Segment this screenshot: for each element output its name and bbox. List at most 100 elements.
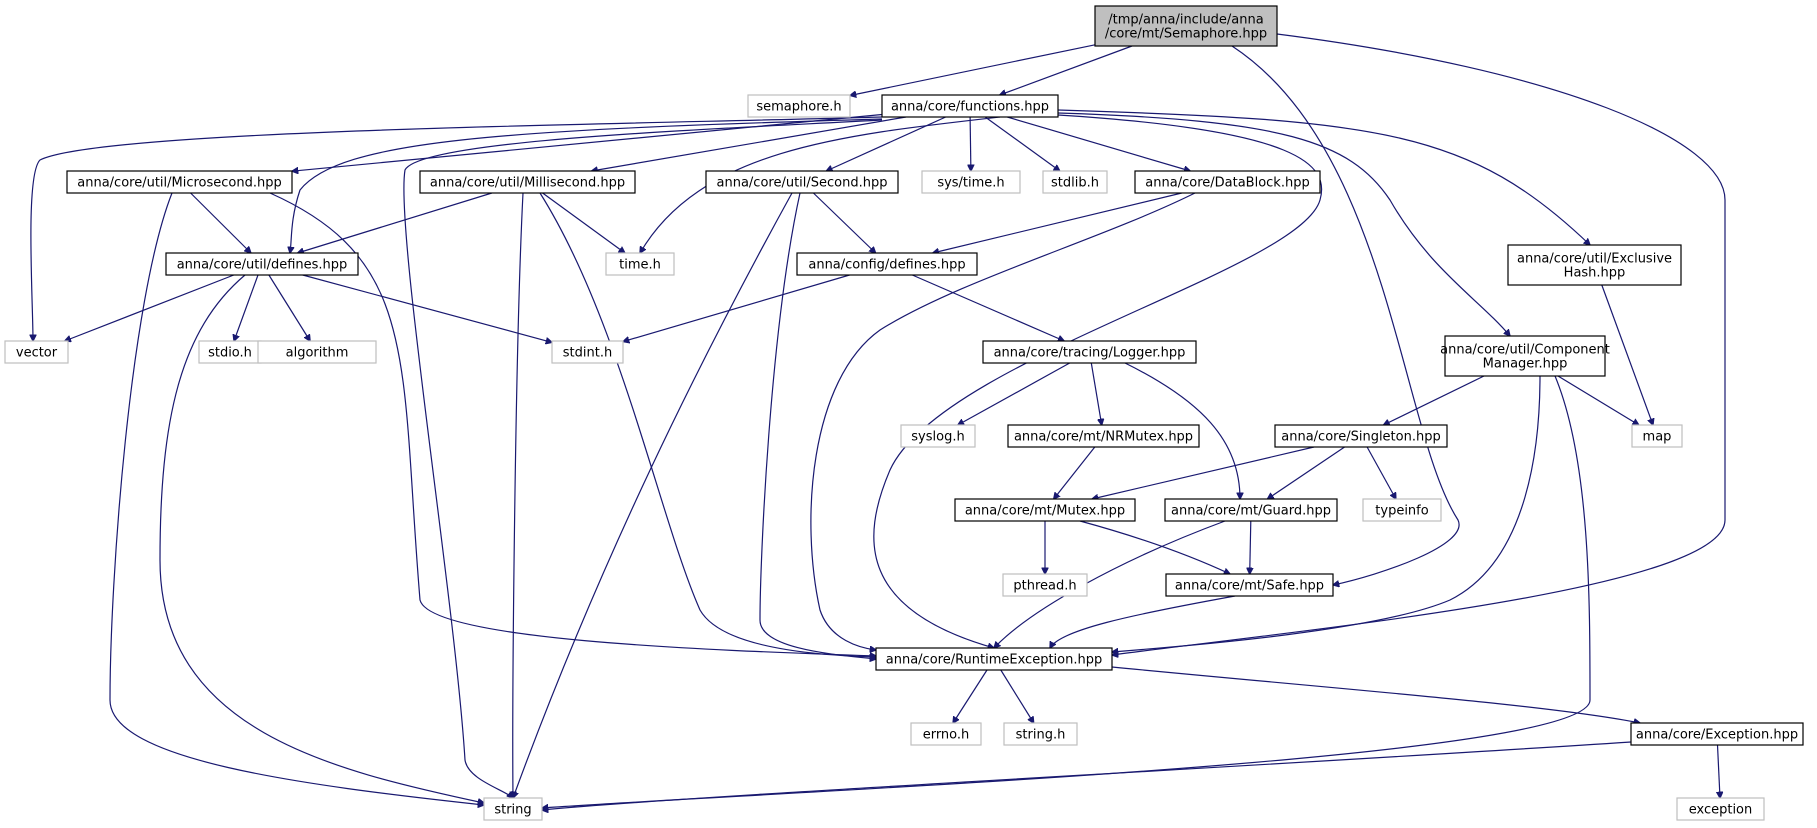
edge-util_defines-to-algorithm	[268, 274, 310, 341]
edge-functions-to-datablock	[1007, 116, 1190, 171]
edge-functions-to-stdlib_h	[984, 116, 1060, 171]
node-semaphore_h: semaphore.h	[747, 94, 851, 118]
node-label: time.h	[619, 258, 661, 273]
node-label: typeinfo	[1375, 504, 1428, 519]
node-label: anna/core/tracing/Logger.hpp	[994, 346, 1186, 361]
edge-millisecond-to-string	[513, 192, 524, 798]
node-stdio_h: stdio.h	[198, 340, 262, 364]
edge-singleton-to-mutex	[1092, 446, 1315, 499]
edge-functions-to-microsecond	[292, 113, 883, 172]
node-label: string	[494, 803, 531, 818]
node-exception_hpp[interactable]: anna/core/Exception.hpp	[1630, 722, 1804, 746]
node-guard[interactable]: anna/core/mt/Guard.hpp	[1164, 498, 1338, 522]
edge-component_manager-to-singleton	[1384, 375, 1485, 425]
node-box	[954, 498, 1136, 522]
edge-safe-to-runtime_exception	[1050, 595, 1236, 648]
node-box	[1444, 335, 1606, 377]
node-datablock[interactable]: anna/core/DataBlock.hpp	[1134, 170, 1321, 194]
node-string_h: string.h	[1003, 722, 1078, 746]
edge-functions-to-component_manager	[1057, 112, 1510, 336]
edge-functions-to-time_h	[640, 116, 1001, 253]
node-box	[1507, 244, 1682, 286]
edge-datablock-to-runtime_exception	[810, 192, 1196, 650]
node-functions[interactable]: anna/core/functions.hpp	[881, 94, 1059, 118]
edge-exclusive_hash-to-map	[1601, 284, 1653, 425]
node-mutex[interactable]: anna/core/mt/Mutex.hpp	[954, 498, 1136, 522]
edge-component_manager-to-map	[1557, 375, 1639, 425]
node-box	[1164, 498, 1338, 522]
node-label: anna/core/RuntimeException.hpp	[886, 653, 1102, 668]
node-pthread_h: pthread.h	[1002, 573, 1088, 597]
edge-second-to-config_defines	[812, 192, 875, 253]
edge-microsecond-to-string	[109, 192, 484, 805]
node-label: algorithm	[286, 346, 349, 361]
node-label: anna/core/util/Millisecond.hpp	[430, 176, 625, 191]
node-label: anna/core/DataBlock.hpp	[1145, 176, 1309, 191]
node-box	[982, 340, 1197, 364]
edge-functions-to-util_defines	[290, 118, 883, 253]
node-root[interactable]: /tmp/anna/include/anna/core/mt/Semaphore…	[1094, 5, 1278, 47]
edge-second-to-runtime_exception	[759, 192, 876, 659]
node-label: sys/time.h	[937, 176, 1004, 191]
node-errno_h: errno.h	[910, 722, 982, 746]
node-second[interactable]: anna/core/util/Second.hpp	[705, 170, 899, 194]
edge-logger-to-guard	[1124, 362, 1240, 499]
node-box	[747, 94, 851, 118]
node-label: anna/core/mt/Safe.hpp	[1175, 579, 1324, 594]
node-box	[66, 170, 293, 194]
edge-microsecond-to-util_defines	[190, 192, 251, 253]
node-microsecond[interactable]: anna/core/util/Microsecond.hpp	[66, 170, 293, 194]
node-nrmutex[interactable]: anna/core/mt/NRMutex.hpp	[1007, 424, 1200, 448]
node-util_defines[interactable]: anna/core/util/defines.hpp	[165, 252, 359, 276]
edge-runtime_exception-to-errno_h	[953, 669, 988, 723]
node-label: errno.h	[923, 728, 970, 743]
node-label: anna/core/util/defines.hpp	[177, 258, 348, 273]
edge-exception_hpp-to-string	[542, 741, 1632, 810]
edge-root-to-functions	[1000, 45, 1133, 95]
node-stdint_h: stdint.h	[551, 340, 624, 364]
node-box	[875, 647, 1113, 671]
node-box	[1003, 722, 1078, 746]
node-label: Manager.hpp	[1483, 357, 1568, 372]
node-label: /tmp/anna/include/anna	[1108, 13, 1263, 28]
node-box	[1042, 170, 1108, 194]
edge-component_manager-to-runtime_exception	[1112, 375, 1541, 652]
node-box	[705, 170, 899, 194]
node-logger[interactable]: anna/core/tracing/Logger.hpp	[982, 340, 1197, 364]
edge-singleton-to-typeinfo	[1366, 446, 1396, 499]
edge-functions-to-millisecond	[592, 116, 907, 171]
node-box	[881, 94, 1059, 118]
node-label: stdio.h	[208, 346, 252, 361]
node-label: Hash.hpp	[1564, 266, 1626, 281]
edge-singleton-to-guard	[1267, 446, 1345, 499]
edge-root-to-semaphore_h	[850, 44, 1096, 96]
node-safe[interactable]: anna/core/mt/Safe.hpp	[1165, 573, 1334, 597]
node-millisecond[interactable]: anna/core/util/Millisecond.hpp	[419, 170, 636, 194]
node-box	[910, 722, 982, 746]
edge-microsecond-to-runtime_exception	[269, 192, 876, 656]
edge-millisecond-to-runtime_exception	[539, 192, 876, 657]
edge-mutex-to-safe	[1079, 520, 1230, 574]
node-config_defines[interactable]: anna/config/defines.hpp	[796, 252, 978, 276]
node-runtime_exception[interactable]: anna/core/RuntimeException.hpp	[875, 647, 1113, 671]
edge-functions-to-runtime_exception	[873, 114, 1323, 648]
edge-util_defines-to-string	[159, 274, 484, 803]
node-algorithm: algorithm	[257, 340, 377, 364]
edge-functions-to-string	[403, 119, 883, 798]
edge-exception_hpp-to-exception	[1718, 744, 1721, 798]
node-box	[1094, 5, 1278, 47]
edge-util_defines-to-stdint_h	[302, 274, 552, 342]
node-label: stdlib.h	[1051, 176, 1099, 191]
node-singleton[interactable]: anna/core/Singleton.hpp	[1274, 424, 1448, 448]
node-syslog_h: syslog.h	[900, 424, 976, 448]
edge-nrmutex-to-mutex	[1054, 446, 1096, 499]
node-label: anna/core/mt/NRMutex.hpp	[1014, 430, 1193, 445]
node-box	[1676, 797, 1765, 821]
node-box	[605, 252, 675, 276]
node-box	[900, 424, 976, 448]
edges	[31, 33, 1726, 810]
node-label: anna/core/util/Component	[1440, 343, 1610, 358]
